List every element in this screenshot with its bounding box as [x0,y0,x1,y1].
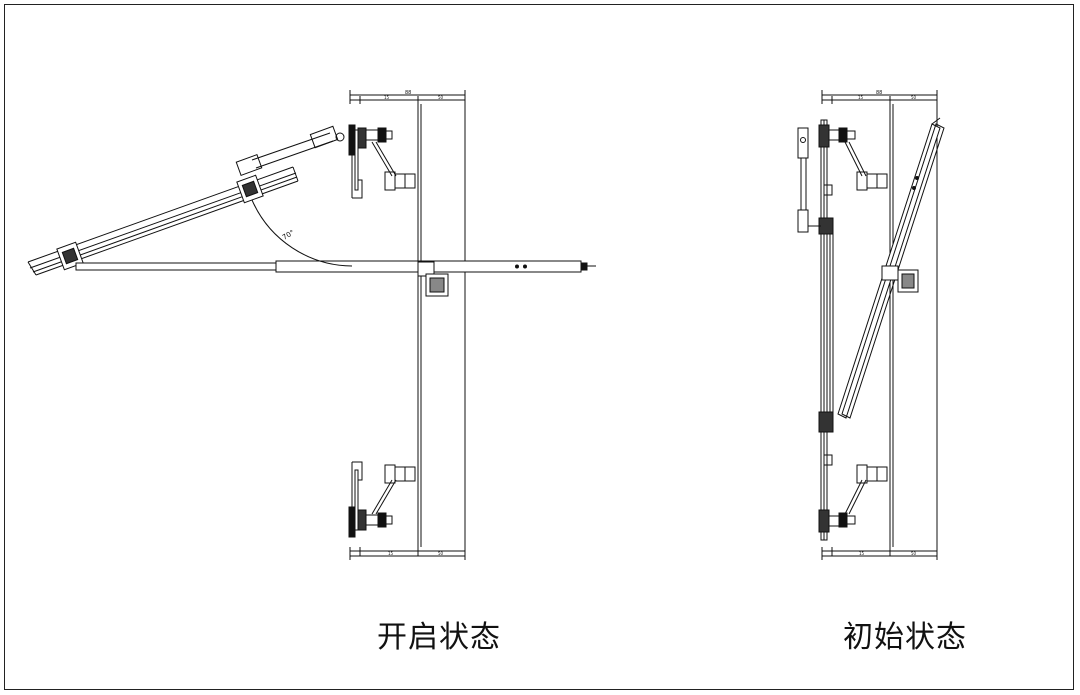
open-state-view: 88 15 50 15 50 [27,90,596,560]
open-bottom-dimension: 15 50 [349,547,466,560]
drawing-frame [4,4,1074,690]
caption-initial-state: 初始状态 [843,620,967,655]
initial-folded-arm [797,127,821,233]
initial-top-bracket [828,127,888,191]
dim-b-bottom: 50 [438,551,444,556]
dim-b-top-right: 50 [911,95,917,100]
dim-a-top-right: 15 [858,95,864,100]
caption-open-state: 开启状态 [377,620,501,655]
initial-bottom-bracket [828,464,888,528]
initial-top-dimension: 88 15 50 [821,90,938,104]
dim-overall-top-right: 88 [876,90,882,96]
angle-label: 70° [281,229,296,242]
open-bottom-profile [348,461,416,538]
initial-wall-frame [889,104,938,547]
dim-a-bottom: 15 [388,551,394,556]
dim-b-top: 50 [438,95,444,100]
open-top-profile [348,124,416,199]
initial-diagonal-stay [837,117,945,419]
initial-state-view: 88 15 50 15 50 [797,90,945,560]
initial-closed-sash [818,119,834,541]
dim-b-bottom-right: 50 [911,551,917,556]
open-top-dimension: 88 15 50 [349,90,466,104]
open-stay-rod [75,260,596,297]
dim-a-bottom-right: 15 [859,551,865,556]
dim-overall-top: 88 [405,90,411,96]
open-arm-linkage [235,125,345,176]
open-angle-indicator: 70° [251,199,353,267]
dim-a-top: 15 [384,95,390,100]
open-wall-frame [417,104,466,547]
open-sash [27,166,299,276]
initial-bottom-dimension: 15 50 [821,547,938,560]
